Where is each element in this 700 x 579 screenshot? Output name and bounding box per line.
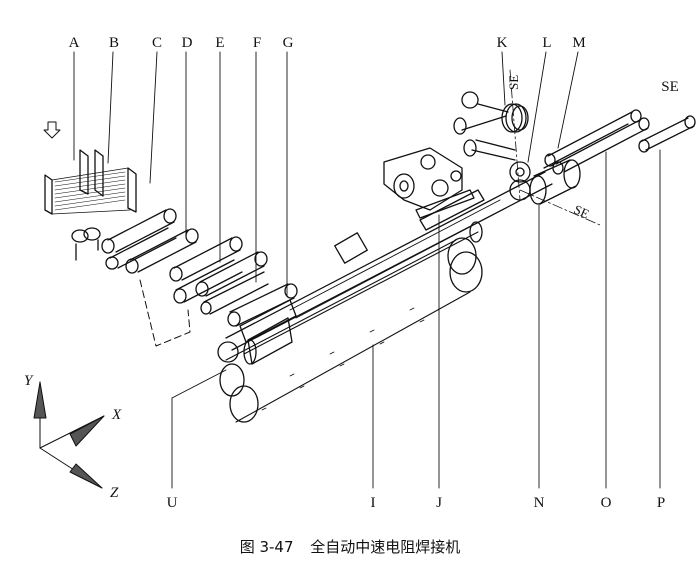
label-se-vertical: SE [506, 74, 521, 90]
axis-x-label: X [112, 407, 122, 423]
spool-k [453, 91, 529, 135]
axis-z-label: Z [110, 485, 119, 501]
label-m: M [572, 35, 586, 51]
label-k: K [496, 35, 508, 51]
label-u: U [166, 495, 178, 511]
label-p: P [656, 495, 666, 511]
label-j: J [436, 495, 442, 511]
label-b: B [108, 35, 120, 51]
label-i: I [370, 495, 376, 511]
label-c: C [151, 35, 163, 51]
label-n: N [533, 495, 545, 511]
wire-magazine [44, 149, 137, 261]
figure-caption: 图 3-47 全自动中速电阻焊接机 [0, 536, 700, 557]
feed-arrow-icon [43, 121, 61, 139]
label-a: A [68, 35, 80, 51]
caption-title: 全自动中速电阻焊接机 [310, 538, 461, 556]
caption-number: 图 3-47 [239, 538, 294, 556]
welding-beam [225, 171, 553, 351]
label-g: G [282, 35, 294, 51]
axes-icon [33, 381, 105, 489]
cam-mechanism [383, 139, 516, 219]
label-d: D [181, 35, 193, 51]
output-tubes [529, 109, 696, 205]
leader-lines [73, 51, 661, 489]
label-o: O [600, 495, 612, 511]
label-f: F [252, 35, 262, 51]
label-se-right: SE [661, 79, 679, 95]
axis-y-label: Y [24, 373, 33, 389]
label-e: E [215, 35, 225, 51]
conveyor [217, 231, 483, 423]
label-l: L [542, 35, 552, 51]
feed-rollers [101, 208, 298, 347]
